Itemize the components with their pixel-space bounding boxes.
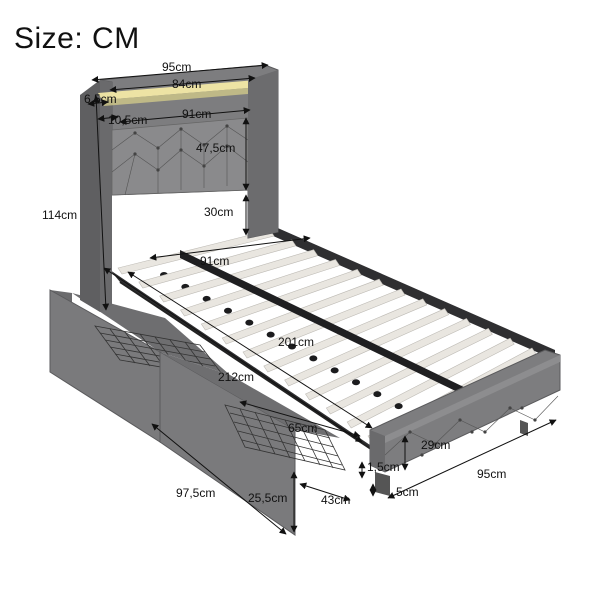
slat-holder xyxy=(309,355,318,362)
dim-inner-length: 201cm xyxy=(278,335,314,349)
dim-drawer-length: 97,5cm xyxy=(176,486,215,500)
dimension-labels: 95cm 84cm 6,5cm 10,5cm 91cm 47,5cm 30cm … xyxy=(42,60,506,507)
dim-inner-width: 91cm xyxy=(182,107,211,121)
dim-footboard-height: 29cm xyxy=(421,438,450,452)
dim-panel-height: 47,5cm xyxy=(196,141,235,155)
slat-holder xyxy=(352,379,360,386)
dim-drawer-depth: 43cm xyxy=(321,493,350,507)
dim-total-height: 114cm xyxy=(42,208,77,222)
dim-slat-width: 91cm xyxy=(200,254,229,268)
dim-floor-gap: 1,5cm xyxy=(367,460,400,474)
dim-leg-clearance: 30cm xyxy=(204,205,233,219)
slat-holder xyxy=(245,319,254,326)
footboard xyxy=(369,349,561,496)
dim-light-width: 84cm xyxy=(172,77,201,91)
page-title: Size: CM xyxy=(14,22,140,55)
dim-base-height: 5cm xyxy=(396,485,419,499)
dimension-lines xyxy=(87,62,557,535)
dim-drawer-height: 25,5cm xyxy=(248,491,287,505)
slat-holder xyxy=(394,403,403,410)
dim-headboard-width: 95cm xyxy=(162,60,191,74)
slat-holder xyxy=(373,391,382,398)
slat-holder xyxy=(224,307,232,314)
dim-drawer-width: 65cm xyxy=(288,421,317,435)
dim-side-thickness: 6,5cm xyxy=(84,92,117,106)
dim-shelf-depth: 10,5cm xyxy=(108,113,147,127)
slat-holder xyxy=(266,331,275,338)
dim-total-length: 212cm xyxy=(218,370,254,384)
tufting-buttons xyxy=(133,124,229,172)
dim-footboard-width: 95cm xyxy=(477,467,506,481)
slat xyxy=(305,318,471,401)
slat-holder xyxy=(330,367,339,374)
